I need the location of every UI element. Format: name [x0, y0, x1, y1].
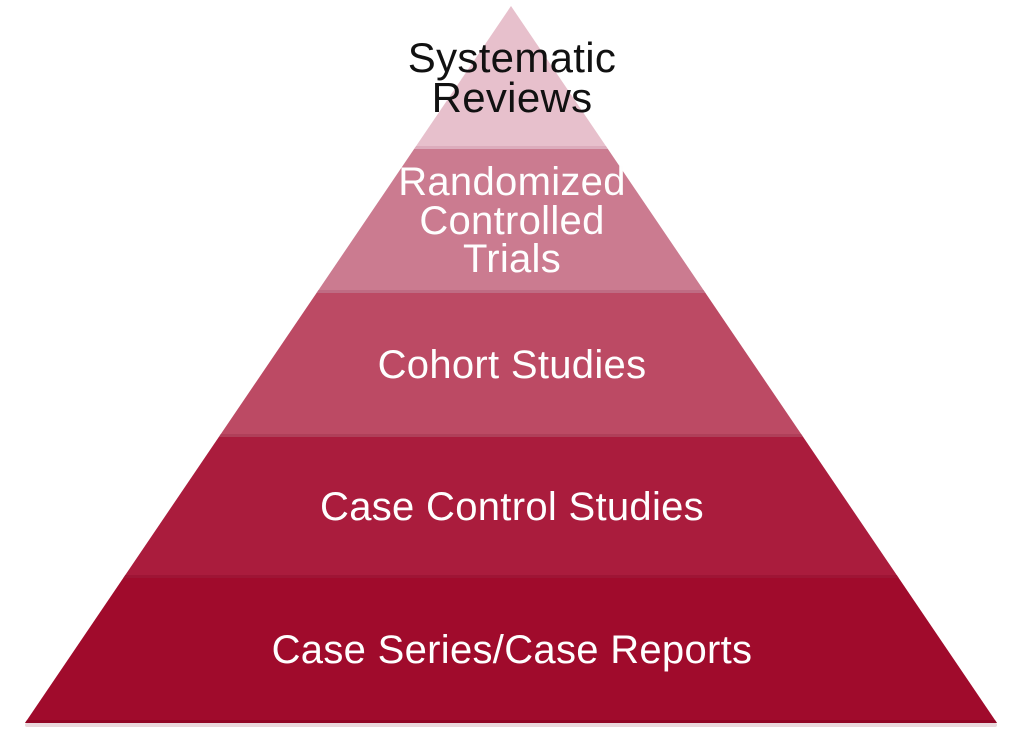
level-bottom-edge	[316, 290, 706, 293]
pyramid-level-randomized-controlled-trials	[316, 149, 706, 293]
level-bottom-edge	[25, 720, 997, 723]
level-bottom-edge	[414, 146, 608, 149]
pyramid-level-systematic-reviews	[414, 6, 608, 149]
level-bottom-edge	[123, 575, 899, 578]
pyramid	[25, 6, 997, 727]
pyramid-level-case-series-case-reports	[25, 578, 997, 723]
pyramid-level-cohort-studies	[218, 293, 804, 437]
level-bottom-edge	[218, 434, 804, 437]
pyramid-base-shadow	[25, 723, 997, 727]
pyramid-level-case-control-studies	[123, 437, 899, 578]
